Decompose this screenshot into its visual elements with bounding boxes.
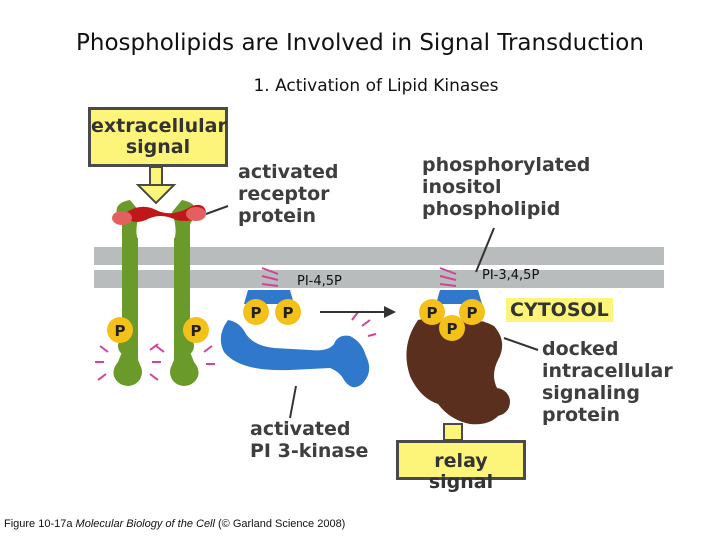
signal-molecule	[112, 204, 206, 225]
docked-line4: protein	[542, 403, 621, 426]
pi345p-phosphate-1: P	[419, 299, 445, 325]
pi345p-phosphate-2: P	[459, 299, 485, 325]
docked-protein-label: docked intracellular signaling protein	[542, 338, 673, 426]
membrane-inner-layer	[94, 270, 664, 288]
docked-line1: docked	[542, 338, 619, 360]
docked-line2: intracellular	[542, 359, 673, 382]
pi3-kinase	[220, 320, 370, 388]
relay-arrow	[443, 423, 463, 441]
extracellular-signal-box: extracellular signal	[88, 107, 228, 167]
phosphorylated-lipid-label: phosphorylated inositol phospholipid	[422, 154, 591, 221]
relay-signal-box: relay signal	[396, 440, 526, 492]
svg-text:P: P	[191, 322, 202, 340]
caption-suffix: (© Garland Science 2008)	[214, 518, 346, 530]
phospholipid-pointer	[475, 227, 495, 273]
kinase-pointer	[289, 385, 297, 419]
activated-receptor-label: activated receptor protein	[238, 161, 339, 228]
extracellular-signal-line1: extracellular	[91, 115, 227, 137]
receptor-phosphate-left: P	[107, 317, 133, 343]
page-title: Phospholipids are Involved in Signal Tra…	[76, 30, 644, 56]
receptor-glow-marks	[95, 343, 215, 381]
activated-receptor-line1: activated	[238, 161, 339, 183]
lipid-glow-marks	[261, 267, 457, 287]
figure-caption: Figure 10-17a Molecular Biology of the C…	[4, 518, 345, 530]
svg-text:P: P	[427, 304, 438, 322]
pi345p-phosphate-3: P	[439, 315, 465, 341]
caption-book-title: Molecular Biology of the Cell	[75, 518, 215, 530]
pi3-kinase-label: activated PI 3-kinase	[250, 418, 369, 463]
docked-line3: signaling	[542, 381, 640, 404]
kinase-glow-marks	[351, 311, 377, 337]
pi3k-line1: activated	[250, 418, 351, 440]
pi45p-phosphate-2: P	[275, 299, 301, 325]
docked-pointer	[503, 337, 539, 351]
phosphorylated-line2: inositol	[422, 175, 502, 198]
extracellular-arrow	[135, 166, 177, 205]
svg-text:P: P	[467, 304, 478, 322]
pi3k-line2: PI 3-kinase	[250, 439, 369, 462]
relay-signal-label: relay signal	[428, 450, 494, 493]
receptor-phosphate-right: P	[183, 317, 209, 343]
conversion-arrow	[320, 306, 396, 318]
phosphorylated-line1: phosphorylated	[422, 154, 591, 176]
receptor-pointer	[205, 205, 229, 215]
extracellular-signal-line2: signal	[125, 135, 191, 158]
receptor-protein	[113, 200, 199, 386]
page-subtitle: 1. Activation of Lipid Kinases	[253, 76, 499, 96]
svg-text:P: P	[447, 320, 458, 338]
pi45p-label: PI-4,5P	[297, 274, 342, 289]
svg-text:P: P	[115, 322, 126, 340]
phosphorylated-line3: phospholipid	[422, 197, 561, 220]
cytosol-label: CYTOSOL	[506, 298, 613, 322]
membrane-outer-layer	[94, 247, 664, 265]
svg-text:P: P	[283, 304, 294, 322]
pi45p-phosphate-1: P	[243, 299, 269, 325]
svg-text:P: P	[251, 304, 262, 322]
docked-signaling-protein	[406, 318, 510, 425]
caption-prefix: Figure 10-17a	[4, 518, 76, 530]
pi345p-label: PI-3,4,5P	[482, 268, 540, 283]
activated-receptor-line3: protein	[238, 204, 317, 227]
activated-receptor-line2: receptor	[238, 182, 330, 205]
